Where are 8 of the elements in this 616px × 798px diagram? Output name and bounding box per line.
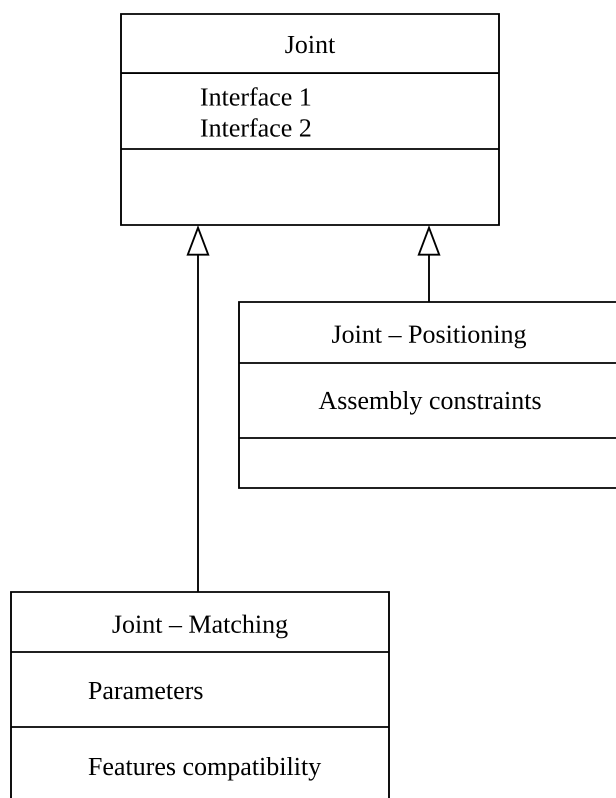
class-name: Joint – Matching	[112, 614, 288, 638]
member-text: Features compatibility	[88, 756, 322, 781]
member-text: Assembly constraints	[318, 390, 541, 415]
member-text: Interface 1	[200, 87, 310, 106]
class-name: Joint – Positioning	[332, 326, 526, 348]
member-text: Parameters	[88, 682, 203, 700]
class-name: Joint	[285, 36, 336, 54]
member-text: Interface 2	[200, 118, 310, 137]
